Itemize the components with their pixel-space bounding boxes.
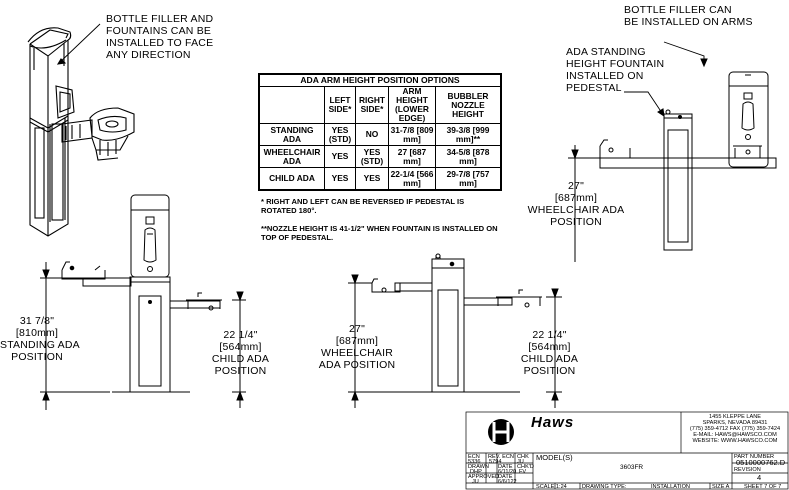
part-number-label: PART NUMBER [734, 454, 775, 460]
table-cell: CHILD ADA [259, 167, 325, 190]
ada-standing-pedestal-callout: ADA STANDING HEIGHT FOUNTAIN INSTALLED O… [566, 46, 665, 94]
scale-value: SCALE 1:24 [536, 484, 567, 490]
title-block-lines [465, 411, 789, 490]
note: * RIGHT AND LEFT CAN BE REVERSED IF PEDE… [261, 197, 465, 215]
approved-value: JU [472, 479, 479, 485]
bottle-filler-arms-callout: BOTTLE FILLER CAN BE INSTALLED ON ARMS [624, 4, 753, 28]
chkd-label: CHK'D [517, 464, 534, 470]
drawing-type-value: INSTALLATION [651, 484, 690, 490]
table-title: ADA ARM HEIGHT POSITION OPTIONS [259, 74, 501, 87]
revision-value: 4 [757, 473, 762, 482]
ecn-label: ECN [468, 454, 480, 460]
table-cell: 29-7/8 [757 mm] [435, 167, 501, 190]
table-cell: WHEELCHAIR ADA [259, 145, 325, 168]
haws-logo [488, 419, 514, 445]
ada-arm-height-table: ADA ARM HEIGHT POSITION OPTIONS LEFT SID… [258, 73, 502, 191]
sheet-value: SHEET 7 OF 7 [744, 484, 782, 490]
date-label: DATE [498, 464, 513, 470]
approved-label: APPROVED [468, 474, 500, 480]
table-header: RIGHT SIDE* [355, 86, 389, 124]
table-header [259, 86, 325, 124]
table-cell: 39-3/8 [999 mm]** [435, 123, 501, 146]
standing-dimension-label: 31 7/8" [810mm] STANDING ADA POSITION [0, 315, 80, 363]
table-row: CHILD ADA YES YES 22-1/4 [566 mm] 29-7/8… [259, 167, 501, 190]
part-number-value: 0510000762.D [736, 458, 786, 467]
chkd-value: FV [519, 469, 527, 475]
child-right-dimension-label: 22 1/4" [564mm] CHILD ADA POSITION [520, 329, 579, 377]
table-cell: YES [324, 167, 356, 190]
date2-value: 6/6/122 [498, 479, 517, 485]
table-cell: NO [355, 123, 389, 146]
drawn-value: DHP [470, 469, 482, 475]
child-left-dimension-label: 22 1/4" [564mm] CHILD ADA POSITION [211, 329, 270, 377]
table-header: LEFT SIDE* [324, 86, 356, 124]
table-cell: YES (STD) [324, 123, 356, 146]
table-row: WHEELCHAIR ADA YES YES (STD) 27 [687 mm]… [259, 145, 501, 168]
size-value: SIZE A [712, 484, 730, 490]
company-address: 1455 KLEPPE LANE SPARKS, NEVADA 89431 (7… [689, 414, 781, 444]
table-cell: 34-5/8 [878 mm] [435, 145, 501, 168]
left-elevation [40, 194, 246, 410]
rev-ecn-value: 5794 [489, 459, 502, 465]
isometric-bottle-filler-unit [27, 23, 135, 237]
note: **NOZZLE HEIGHT IS 41-1/2" WHEN FOUNTAIN… [261, 224, 498, 242]
date-value: 6/11/20 [498, 469, 517, 475]
drawing-type-label: DRAWING TYPE: [582, 484, 627, 490]
center-elevation [348, 253, 562, 408]
drawn-label: DRAWN [468, 464, 489, 470]
table-cell: 22-1/4 [566 mm] [388, 167, 436, 190]
date2-label: DATE [498, 474, 513, 480]
right-elevation [568, 41, 777, 262]
ecn-value: 5336 [468, 459, 481, 465]
model-value: 3603FR [620, 464, 644, 471]
table-cell: 27 [687 mm] [388, 145, 436, 168]
table-cell: YES [324, 145, 356, 168]
wheelchair-center-dimension-label: 27" [687mm] WHEELCHAIR ADA POSITION [318, 323, 396, 371]
table-cell: YES (STD) [355, 145, 389, 168]
chk-value: JU [517, 459, 524, 465]
wheelchair-right-dimension-label: 27" [687mm] WHEELCHAIR ADA POSITION [527, 180, 625, 228]
model-label: MODEL(S) [536, 453, 573, 462]
haws-logo-text: Haws [531, 414, 575, 431]
table-header: BUBBLER NOZZLE HEIGHT [435, 86, 501, 124]
table-notes: * RIGHT AND LEFT CAN BE REVERSED IF PEDE… [261, 197, 501, 251]
table-cell: STANDING ADA [259, 123, 325, 146]
bottle-filler-face-callout: BOTTLE FILLER AND FOUNTAINS CAN BE INSTA… [106, 13, 214, 61]
chk-label: CHK [517, 454, 529, 460]
revision-label: REVISION [734, 467, 761, 473]
table-row: STANDING ADA YES (STD) NO 31-7/8 [809 mm… [259, 123, 501, 146]
rev-ecn-label: REV. ECN [488, 454, 514, 460]
table-cell: 31-7/8 [809 mm] [388, 123, 436, 146]
table-cell: YES [355, 167, 389, 190]
table-header: ARM HEIGHT (LOWER EDGE) [388, 86, 436, 124]
